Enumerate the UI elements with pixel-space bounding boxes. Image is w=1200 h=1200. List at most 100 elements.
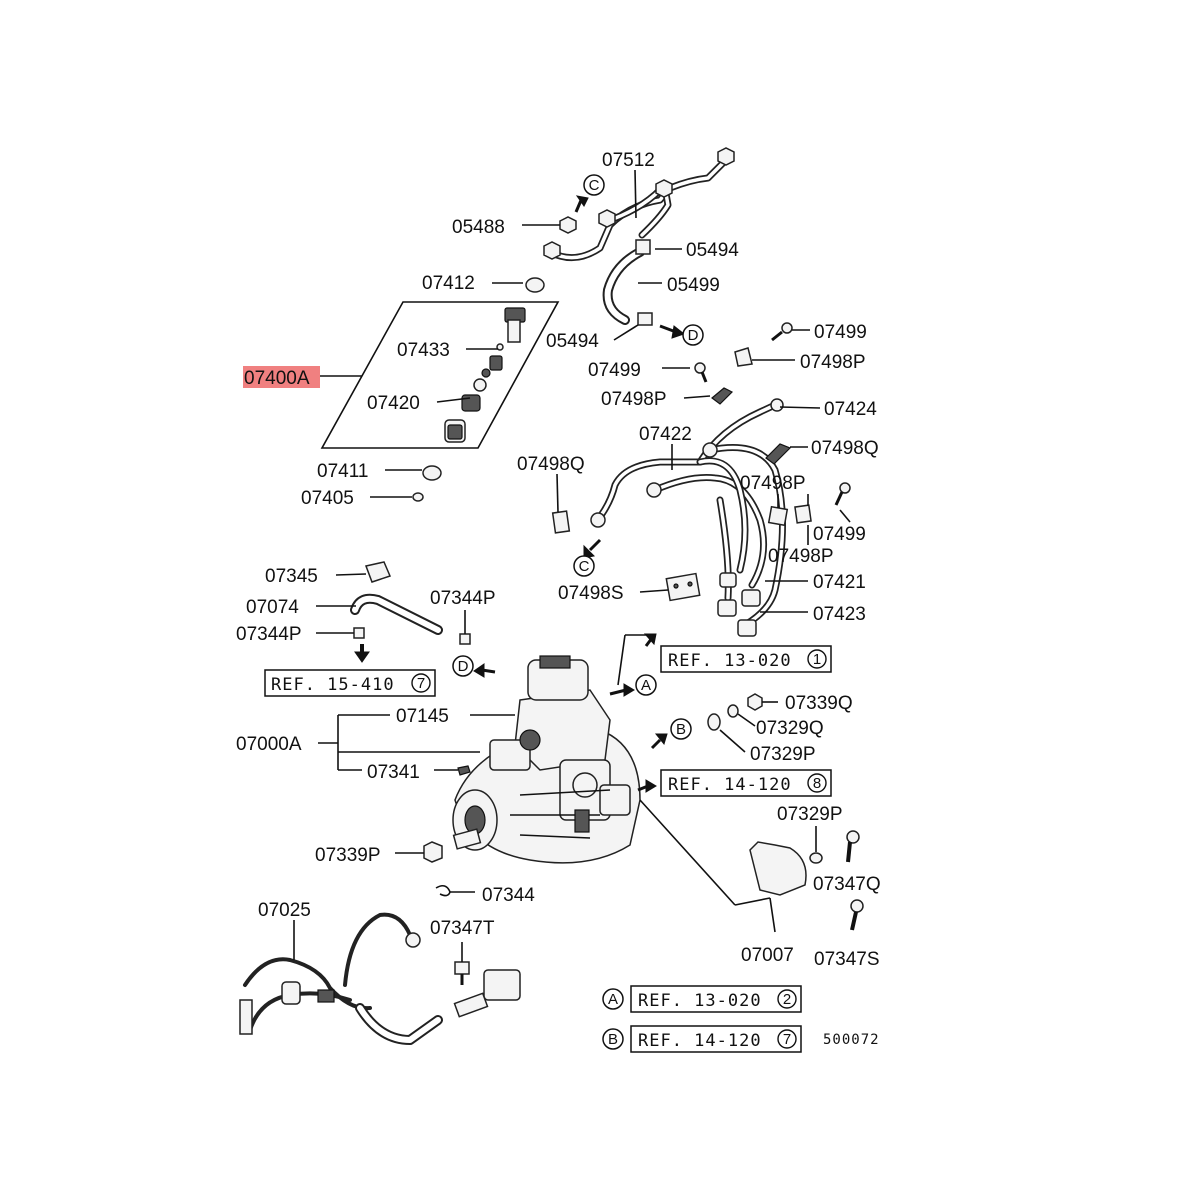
- label-05488: 05488: [452, 217, 505, 238]
- label-07498P-lower: 07498P: [768, 546, 834, 567]
- label-07422: 07422: [639, 424, 692, 445]
- clamp-07498Q-right: [765, 443, 792, 465]
- svg-text:REF. 13-020: REF. 13-020: [668, 651, 792, 671]
- clamp-07498P-right-b: [794, 504, 812, 524]
- bolt-07347Q: [846, 830, 860, 863]
- svg-text:REF. 15-410: REF. 15-410: [271, 675, 395, 695]
- label-07499-top: 07499: [814, 322, 867, 343]
- clip-07344: [435, 884, 451, 897]
- label-07345: 07345: [265, 566, 318, 587]
- clip-07344P-left: [353, 627, 365, 639]
- label-07074: 07074: [246, 597, 299, 618]
- part-labels: 07512 05488 05494 05499 07412 05494 0743…: [236, 150, 881, 970]
- label-07341: 07341: [367, 762, 420, 783]
- label-07424: 07424: [824, 399, 877, 420]
- clamp-07498P-right-a: [767, 505, 789, 527]
- label-07347T: 07347T: [430, 918, 495, 939]
- drawing-code: 500072: [823, 1032, 880, 1048]
- svg-text:B: B: [608, 1031, 618, 1048]
- label-07025: 07025: [258, 900, 311, 921]
- label-07000A: 07000A: [236, 734, 302, 755]
- label-07512: 07512: [602, 150, 655, 171]
- label-07433: 07433: [397, 340, 450, 361]
- harness-07025: [239, 912, 443, 1045]
- label-07411: 07411: [317, 461, 368, 482]
- label-07498Q-right: 07498Q: [811, 438, 879, 459]
- label-05499: 05499: [667, 275, 720, 296]
- label-05494-bottom: 05494: [546, 331, 599, 352]
- label-05494-top: 05494: [686, 240, 739, 261]
- washer-07412: [525, 277, 545, 293]
- ref-box-13-020-1: REF. 13-020 1: [660, 645, 832, 673]
- label-07498P-mid: 07498P: [601, 389, 667, 410]
- kit-box-07400A: [320, 301, 560, 449]
- svg-text:REF. 13-020: REF. 13-020: [638, 991, 762, 1011]
- bolt-07499-right: [834, 482, 851, 506]
- bracket-07007: [749, 841, 807, 896]
- bolt-07499-top: [771, 322, 793, 342]
- svg-text:A: A: [641, 677, 651, 694]
- clamp-07498Q-left: [551, 510, 571, 534]
- label-07498Q-left: 07498Q: [517, 454, 585, 475]
- svg-text:REF. 14-120: REF. 14-120: [638, 1031, 762, 1051]
- svg-text:C: C: [589, 177, 600, 194]
- connector-pump: [453, 969, 521, 1018]
- label-07499-mid: 07499: [588, 360, 641, 381]
- label-07498P-top: 07498P: [800, 352, 866, 373]
- svg-text:A: A: [608, 991, 618, 1008]
- clamp-07498S: [665, 572, 701, 602]
- marker-A-pump: A: [635, 674, 657, 696]
- marker-D-top: D: [682, 324, 704, 346]
- svg-text:D: D: [688, 327, 699, 344]
- nozzle-kit-parts: [444, 307, 526, 443]
- label-07329P-upper: 07329P: [750, 744, 816, 765]
- washer-07329P: [707, 713, 721, 731]
- label-07344P-right: 07344P: [430, 588, 496, 609]
- key-07341: [457, 765, 471, 776]
- marker-B-pump: B: [670, 718, 692, 740]
- label-07329P-lower: 07329P: [777, 804, 843, 825]
- washer-07329P-lower: [809, 852, 823, 864]
- nut-07339P: [423, 841, 443, 863]
- washer-07411: [422, 465, 442, 481]
- leader-lines: [293, 169, 851, 962]
- label-07339P: 07339P: [315, 845, 381, 866]
- label-07344P-left: 07344P: [236, 624, 302, 645]
- label-07405: 07405: [301, 488, 354, 509]
- clip-07344P-right: [459, 633, 471, 645]
- label-07145: 07145: [396, 706, 449, 727]
- svg-text:1: 1: [813, 651, 821, 668]
- label-07347Q: 07347Q: [813, 874, 881, 895]
- washer-07329Q: [727, 704, 739, 718]
- bolt-07347S: [850, 899, 864, 931]
- bolt-07499-mid: [694, 362, 708, 383]
- svg-text:REF. 14-120: REF. 14-120: [668, 775, 792, 795]
- nut-05488: [559, 216, 577, 234]
- svg-text:2: 2: [783, 991, 791, 1008]
- ref-box-14-120-8: REF. 14-120 8: [660, 769, 832, 797]
- clamp-07498P-top: [734, 347, 753, 367]
- svg-text:C: C: [579, 558, 590, 575]
- label-07498S: 07498S: [558, 583, 624, 604]
- label-07344: 07344: [482, 885, 535, 906]
- label-07421: 07421: [813, 572, 866, 593]
- label-07329Q: 07329Q: [756, 718, 824, 739]
- label-07007: 07007: [741, 945, 794, 966]
- marker-D-pump: D: [452, 655, 474, 677]
- injection-pump-07000A: [452, 655, 641, 864]
- svg-text:B: B: [676, 721, 686, 738]
- label-07499-right: 07499: [813, 524, 866, 545]
- svg-text:D: D: [458, 658, 469, 675]
- svg-text:7: 7: [417, 675, 425, 692]
- label-07423: 07423: [813, 604, 866, 625]
- injection-pipes-07421-07424: [590, 398, 786, 637]
- ref-box-15-410-7: REF. 15-410 7: [264, 669, 436, 697]
- hose-05499: [602, 239, 653, 326]
- marker-C-top: C: [583, 174, 605, 196]
- label-07400A: 07400A: [244, 368, 310, 389]
- nut-07339Q: [747, 693, 763, 711]
- washer-07405: [412, 492, 424, 502]
- marker-C-mid: C: [573, 555, 595, 577]
